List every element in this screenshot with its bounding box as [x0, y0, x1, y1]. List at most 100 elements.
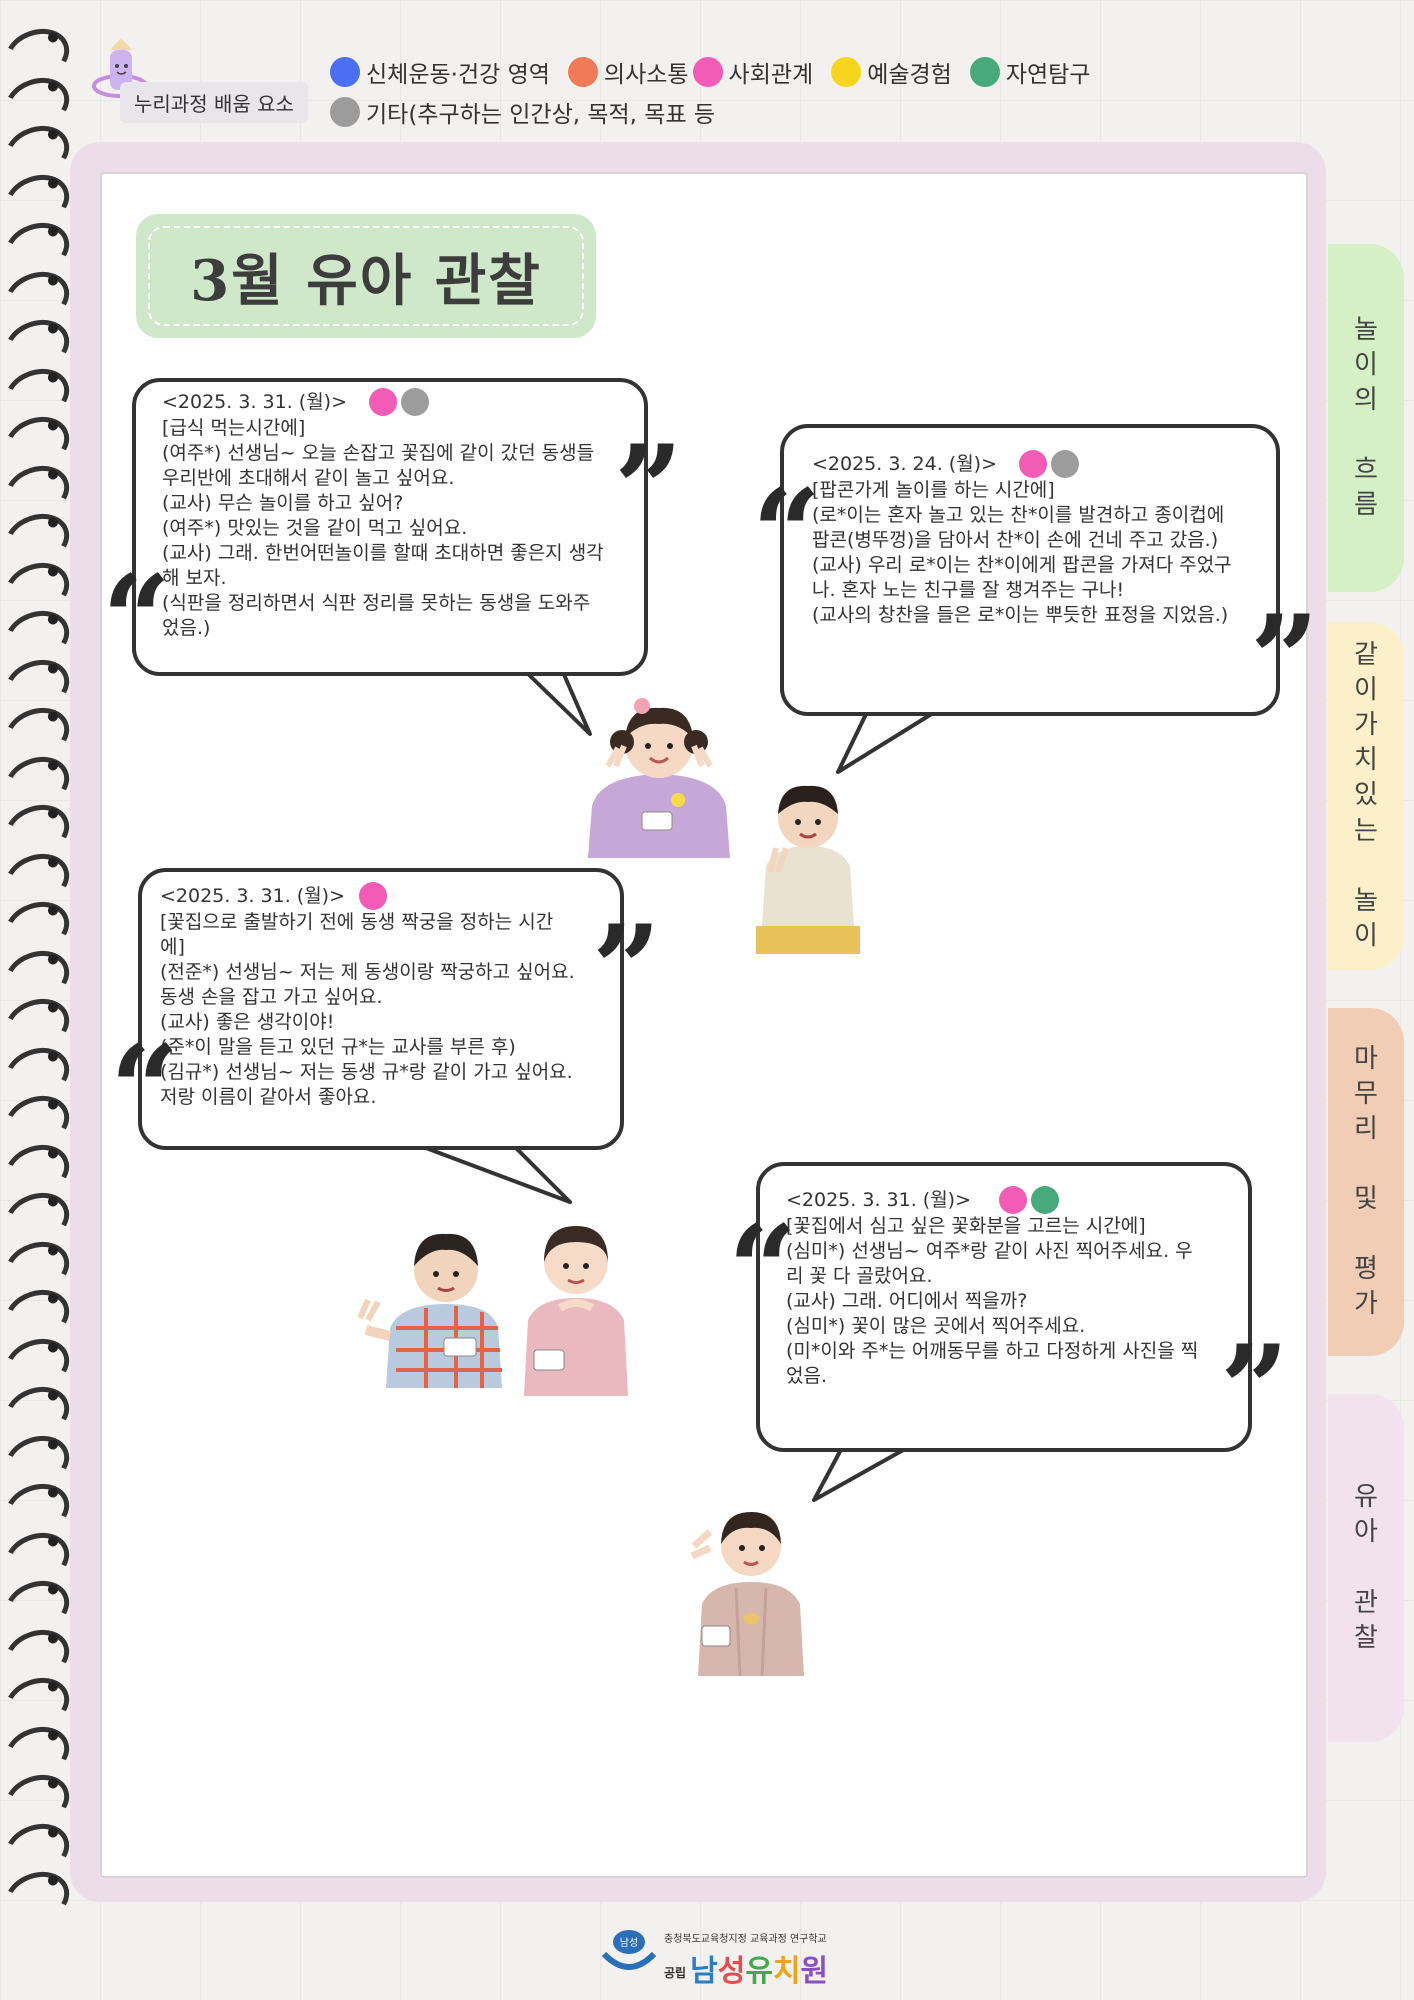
tab-label-char: 같: [1354, 640, 1378, 671]
observation-line: (여주*) 맛있는 것을 같이 먹고 싶어요.: [162, 517, 468, 539]
observation-line: (심미*) 선생님~ 여주*랑 같이 사진 찍어주세요. 우리 꽃 다 골랐어요…: [786, 1240, 1193, 1287]
child-photo-boy-beige: [756, 785, 860, 954]
page-title: 3월 유아 관찰: [148, 226, 584, 326]
legend-dot-pink: [692, 57, 723, 87]
bubble-tail: [812, 1440, 916, 1502]
observation-bubble-4: <2025. 3. 31. (월)> [꽃집에서 심고 싶은 꽃화분을 고르는 …: [756, 1162, 1252, 1452]
legend-label: 사회관계: [728, 62, 814, 88]
observation-line: (교사의 창찬을 들은 로*이는 뿌듯한 표정을 지었음.): [812, 604, 1229, 626]
legend-item: 신체운동·건강 영역: [330, 55, 550, 89]
school-name-char: 원: [800, 1954, 829, 1989]
observation-line: (교사) 그래. 한번어떤놀이를 할때 초대하면 좋은지 생각해 보자.: [162, 542, 604, 589]
domain-dot-pink: [369, 388, 398, 416]
legend-label: 의사소통: [603, 62, 689, 88]
legend: 신체운동·건강 영역 의사소통 사회관계 예술경험 자연탐구 기타(추구하는 인…: [330, 52, 1230, 132]
tab-label-char: 아: [1354, 1517, 1378, 1548]
tab-label-char: [1351, 1147, 1381, 1182]
legend-label: 기타(추구하는 인간상, 목적, 목표 등: [366, 102, 716, 128]
legend-item: 기타(추구하는 인간상, 목적, 목표 등: [330, 95, 715, 129]
tab-label-char: 무: [1354, 1078, 1378, 1109]
school-prefix: 공립: [664, 1966, 687, 1980]
legend-item: 사회관계: [692, 55, 814, 89]
observation-line: [꽃집에서 심고 싶은 꽃화분을 고르는 시간에]: [786, 1215, 1146, 1237]
tab-label-char: [1351, 418, 1381, 453]
footer-org: 충청북도교육청지정 교육과정 연구학교: [664, 1934, 827, 1945]
tab-label-char: 름: [1354, 490, 1378, 521]
legend-dot-gray: [330, 97, 360, 127]
tab-label-char: 관: [1354, 1587, 1378, 1618]
observation-date: <2025. 3. 31. (월)>: [162, 388, 604, 416]
tab-label-char: 흐: [1354, 455, 1378, 486]
tab-label-char: 마: [1354, 1043, 1378, 1074]
tab-label-char: 이: [1354, 920, 1378, 951]
tab-label-char: 가: [1354, 1289, 1378, 1320]
observation-line: (교사) 그래. 어디에서 찍을까?: [786, 1290, 1028, 1312]
legend-dot-green: [969, 57, 1000, 87]
tab-label-char: [1351, 1217, 1381, 1252]
observation-line: (식판을 정리하면서 식판 정리를 못하는 동생을 도와주었음.): [162, 592, 591, 639]
legend-dot-blue: [330, 57, 360, 87]
school-logo-icon: 남성: [601, 1930, 657, 1970]
domain-dot-pink: [1019, 450, 1048, 478]
tab-label-char: 가: [1354, 710, 1378, 741]
tab-label-char: 이: [1354, 349, 1378, 380]
open-quote-icon: “: [752, 463, 822, 604]
observation-line: [꽃집으로 출발하기 전에 동생 짝궁을 정하는 시간에]: [160, 911, 554, 958]
domain-dot-pink: [999, 1186, 1028, 1214]
child-photo-girl-pink: [524, 1226, 628, 1396]
tab-label-char: 리: [1354, 1113, 1378, 1144]
legend-label: 예술경험: [867, 62, 952, 88]
close-quote-icon: ”: [592, 899, 662, 1040]
tab-label-char: 찰: [1354, 1622, 1378, 1653]
school-name-char: 유: [745, 1954, 773, 1989]
tab-label-char: 놀: [1354, 314, 1378, 345]
child-photo-girl-cardigan: [690, 1512, 804, 1676]
spiral-ring: [0, 1863, 77, 1933]
curriculum-badge: 누리과정 배움 요소: [90, 38, 310, 123]
observation-bubble-3: <2025. 3. 31. (월)> [꽃집으로 출발하기 전에 동생 짝궁을 …: [138, 868, 624, 1150]
domain-dot-green: [1031, 1186, 1060, 1214]
observation-line: (교사) 좋은 생각이야!: [160, 1011, 335, 1033]
open-quote-icon: “: [728, 1199, 798, 1340]
child-photo-boy-plaid: [357, 1233, 502, 1388]
spiral-binding: [0, 20, 77, 1933]
tab-label-char: 평: [1354, 1254, 1378, 1285]
observation-bubble-1: <2025. 3. 31. (월)> [급식 먹는시간에] (여주*) 선생님~…: [132, 378, 648, 676]
tab-label-char: 있: [1354, 780, 1378, 811]
observation-line: (준*이 말을 듣고 있던 규*는 교사를 부른 후): [160, 1036, 516, 1058]
open-quote-icon: “: [110, 1019, 180, 1160]
child-photo-girl-purple: [588, 698, 730, 858]
domain-dot-gray: [401, 388, 430, 416]
observation-date: <2025. 3. 31. (월)>: [786, 1186, 1204, 1214]
bubble-tail: [836, 706, 940, 774]
tab-label-char: 놀: [1354, 885, 1378, 916]
badge-label: 누리과정 배움 요소: [120, 82, 308, 123]
observation-line: (로*이는 혼자 놀고 있는 찬*이를 발견하고 종이컵에 팝콘(병뚜껑)을 담…: [812, 504, 1225, 551]
observation-bubble-2: <2025. 3. 24. (월)> [팝콘가게 놀이를 하는 시간에] (로*…: [780, 424, 1280, 716]
tab-label-char: 이: [1354, 675, 1378, 706]
observation-date: <2025. 3. 24. (월)>: [812, 450, 1236, 478]
close-quote-icon: ”: [1220, 1319, 1290, 1460]
bubble-tail: [408, 1138, 572, 1204]
open-quote-icon: “: [102, 549, 172, 690]
legend-item: 예술경험: [831, 55, 952, 89]
legend-dot-yellow: [831, 57, 862, 87]
observation-line: (미*이와 주*는 어깨동무를 하고 다정하게 사진을 찍었음.: [786, 1340, 1199, 1387]
observation-line: (교사) 무슨 놀이를 하고 싶어?: [162, 492, 404, 514]
legend-row-1: 신체운동·건강 영역 의사소통 사회관계 예술경험 자연탐구: [330, 52, 1230, 92]
observation-line: [급식 먹는시간에]: [162, 417, 306, 439]
school-name-char: 성: [717, 1954, 746, 1989]
legend-dot-orange: [567, 57, 598, 87]
tab-label-char: [1351, 849, 1381, 884]
tab-label-char: 및: [1354, 1184, 1378, 1214]
logo-text: 남성: [620, 1937, 638, 1949]
observation-line: (심미*) 꽃이 많은 곳에서 찍어주세요.: [786, 1315, 1086, 1337]
observation-line: (여주*) 선생님~ 오늘 손잡고 꽃집에 같이 갔던 동생들 우리반에 초대해…: [162, 442, 595, 489]
tab-label-char: 치: [1354, 745, 1378, 776]
